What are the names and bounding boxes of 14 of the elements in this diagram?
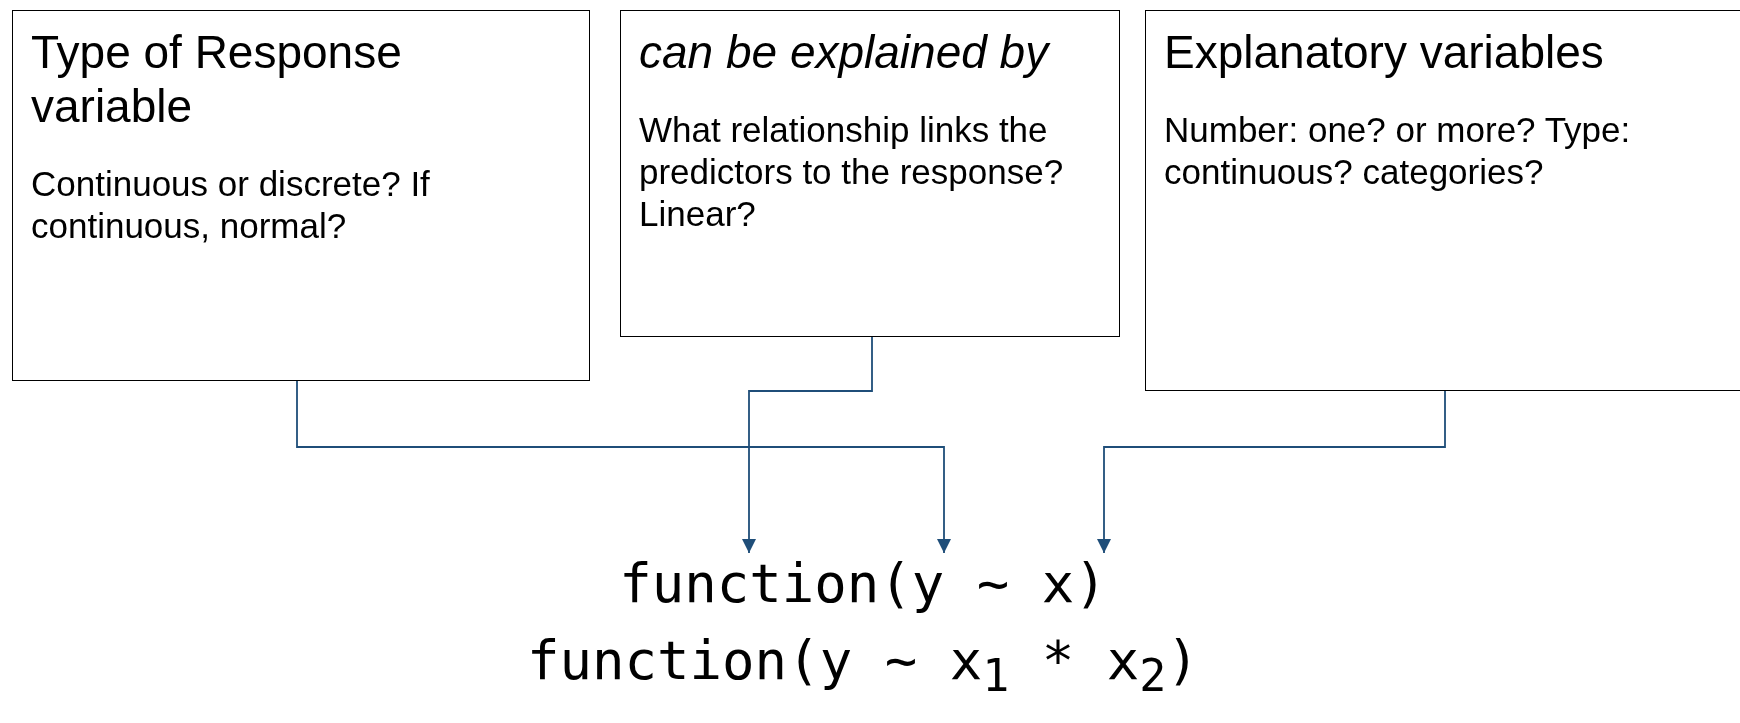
formula-text: function(y ~ x$_{1}$ * x$_{2}$) xyxy=(460,630,1266,707)
box-text: Continuous or discrete? If continuous, normal? xyxy=(31,163,431,247)
box-text: What relationship links the predictors to the response? Linear? xyxy=(639,109,1065,235)
text-box xyxy=(1145,10,1740,391)
text-box xyxy=(620,10,1120,337)
box-heading: Explanatory variables xyxy=(1164,25,1605,79)
arrow xyxy=(741,336,873,554)
formula-text: function(y ~ x) xyxy=(560,553,1166,615)
arrow xyxy=(1096,390,1446,554)
box-heading: can be explained by xyxy=(639,25,1052,79)
box-heading: Type of Response variable xyxy=(31,25,403,133)
arrow xyxy=(296,380,952,554)
text-box xyxy=(12,10,590,381)
box-text: Number: one? or more? Type: continuous? categories? xyxy=(1164,109,1632,193)
